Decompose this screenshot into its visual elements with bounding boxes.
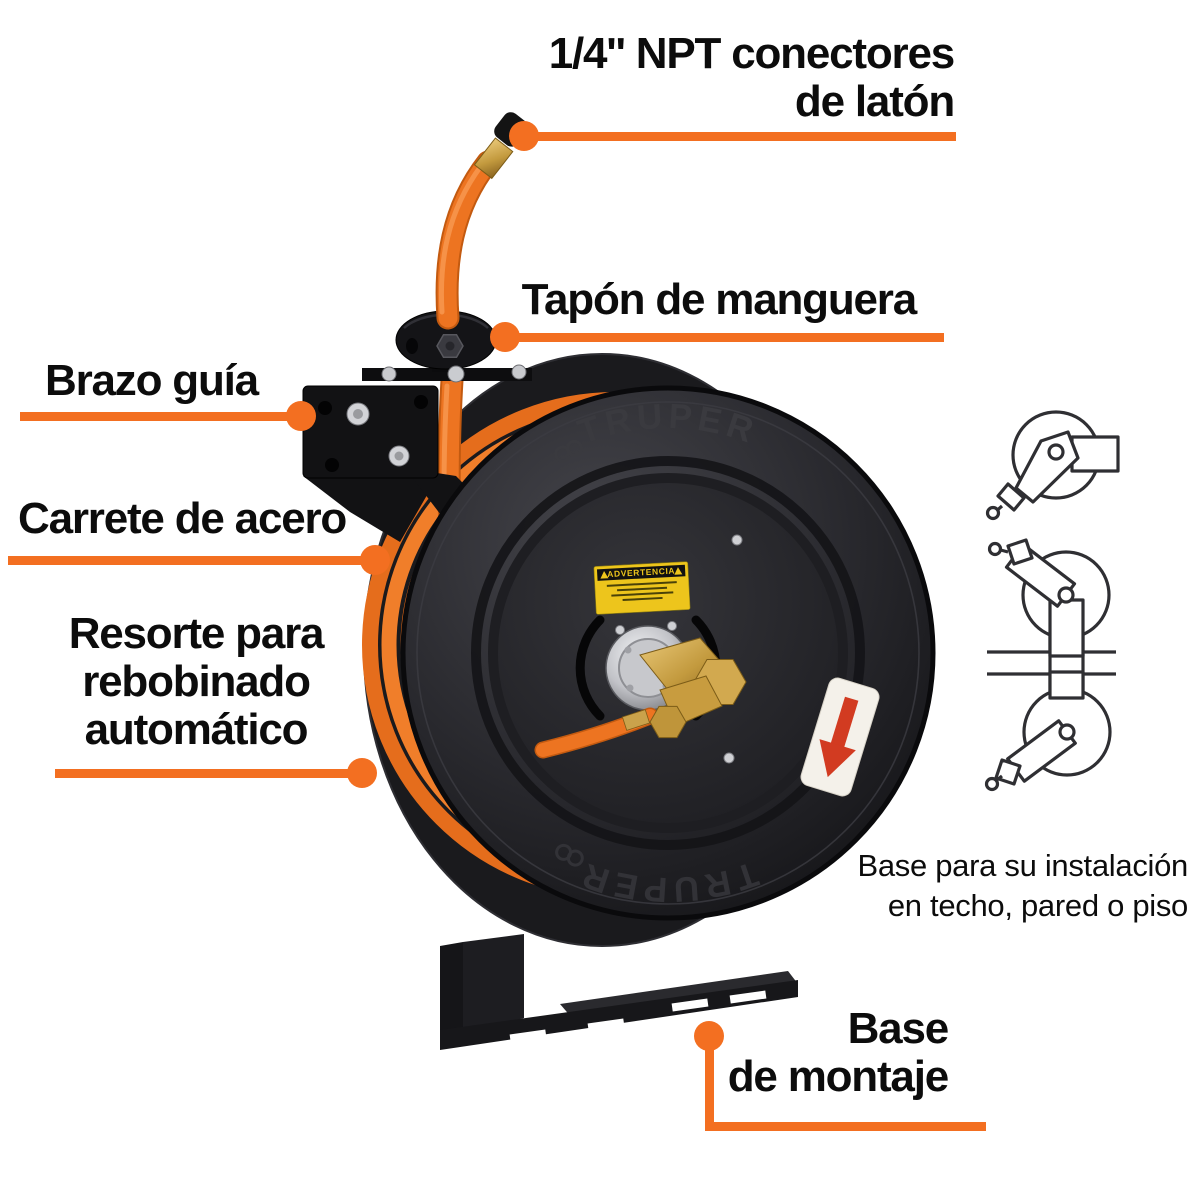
rewind-spring-leader-line <box>55 769 362 778</box>
warning-triangle-icon <box>600 570 609 579</box>
steel-reel-leader-line <box>8 556 376 565</box>
npt-connectors-leader-line <box>524 132 956 141</box>
brass-fitting <box>639 637 747 739</box>
ceiling-mount-icon <box>984 670 1112 792</box>
steel-reel-label: Carrete de acero <box>18 494 347 543</box>
guide-arm-leader-line <box>20 412 302 421</box>
guide-arm-label: Brazo guía <box>45 356 259 405</box>
warning-title: ADVERTENCIA <box>607 566 675 580</box>
mounting-base-leader-horizontal <box>705 1122 986 1131</box>
hose-stop-leader-dot <box>490 322 520 352</box>
npt-connectors-label: 1/4'' NPT conectores de latón <box>548 29 956 126</box>
rewind-spring-label: Resorte para rebobinado automático <box>68 609 325 754</box>
down-arrow-icon <box>819 696 859 778</box>
mounting-base-label: Base de montaje <box>727 1004 949 1101</box>
guide-arm-bracket <box>302 385 439 479</box>
base-slots <box>509 990 767 1043</box>
swivel-mount <box>362 310 532 383</box>
warning-triangle-icon <box>674 567 683 575</box>
mounting-options-diagram <box>984 410 1120 792</box>
truper-logo-mark-bottom <box>555 843 584 867</box>
warning-label: ADVERTENCIA <box>593 561 691 615</box>
hose-stop-label: Tapón de manguera <box>521 275 918 324</box>
npt-connectors-leader-dot <box>509 121 539 151</box>
hose-upper-segment <box>435 150 500 330</box>
truper-logo-mark-top <box>554 439 583 463</box>
hose-stop-leader-line <box>503 333 944 342</box>
rewind-spring-leader-dot <box>347 758 377 788</box>
pigtail-ferrule <box>621 709 651 731</box>
hose-reel-product: TRUPER TRUPER ADVERTENCIA <box>302 112 936 1050</box>
mounting-base-leader-dot <box>694 1021 724 1051</box>
mounting-base <box>440 934 798 1050</box>
installation-note-label: Base para su instalación en techo, pared… <box>857 848 1188 924</box>
guide-arm-leader-dot <box>286 401 316 431</box>
steel-reel-leader-dot <box>360 545 390 575</box>
direction-arrow-sticker <box>800 677 880 797</box>
wall-mount-icon <box>985 410 1120 521</box>
hose-brass-ferrule <box>473 137 514 180</box>
mounting-base-leader-vertical <box>705 1036 714 1131</box>
face-rivets <box>615 534 743 764</box>
warning-fine-print-lines <box>606 581 677 602</box>
floor-mount-icon <box>987 538 1111 658</box>
